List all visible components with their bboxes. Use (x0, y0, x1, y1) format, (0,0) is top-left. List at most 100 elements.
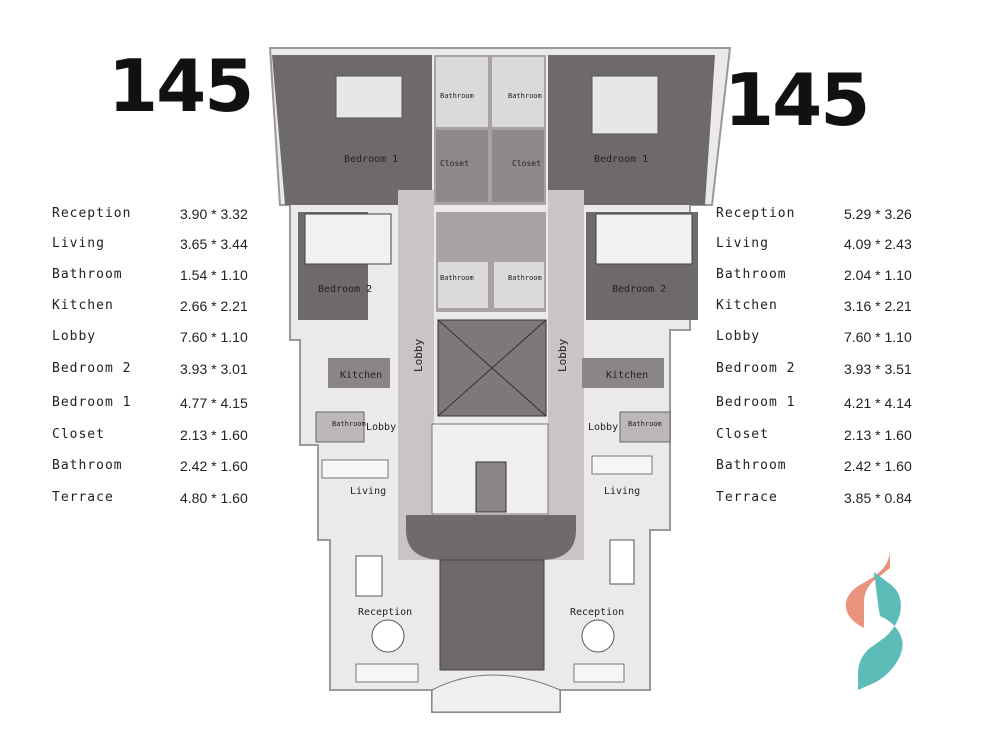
left-reception-sofa (355, 663, 419, 683)
plan-label-left-reception: Reception (358, 607, 412, 618)
room-dimension: 7.60 * 1.10 (844, 329, 912, 345)
plan-label-small-bath-right: Bathroom (508, 274, 542, 282)
plan-label-right-lobby: Lobby (588, 422, 618, 433)
left-kitchen-counter (328, 358, 390, 388)
room-row: Closet 2.13 * 1.60 (52, 427, 272, 445)
room-dimension: 4.21 * 4.14 (844, 395, 912, 411)
entrance-porch (439, 559, 545, 671)
room-row: Terrace 4.80 * 1.60 (52, 490, 272, 508)
left-lobby-corridor (398, 190, 434, 560)
logo-teal-shape (858, 572, 903, 690)
room-name: Lobby (52, 329, 97, 344)
room-dimension: 2.13 * 1.60 (844, 427, 912, 443)
room-name: Bedroom 2 (716, 361, 796, 376)
room-name: Bathroom (716, 267, 787, 282)
right-unit-area-title: 145 (724, 58, 870, 142)
room-dimension: 4.77 * 4.15 (180, 395, 248, 411)
plan-label-right-bedroom1: Bedroom 1 (594, 154, 648, 165)
room-name: Terrace (716, 490, 778, 505)
plan-label-right-living: Living (604, 486, 640, 497)
left-bath-top (436, 57, 488, 127)
room-row: Bathroom 2.04 * 1.10 (716, 267, 936, 285)
brand-logo (845, 528, 903, 690)
right-small-bathroom (619, 411, 671, 443)
room-row: Bathroom 2.42 * 1.60 (52, 458, 272, 476)
room-dimension: 7.60 * 1.10 (180, 329, 248, 345)
room-dimension: 2.13 * 1.60 (180, 427, 248, 443)
plan-label-left-kitchen: Kitchen (340, 370, 382, 381)
room-dimension: 2.42 * 1.60 (844, 458, 912, 474)
right-lobby-corridor (548, 190, 584, 560)
left-small-bathroom (315, 411, 365, 443)
small-bath-right (494, 262, 544, 308)
entry-arc (406, 515, 576, 560)
room-name: Bathroom (716, 458, 787, 473)
room-dimension: 3.16 * 2.21 (844, 298, 912, 314)
left-bed1 (335, 75, 403, 119)
left-living-sofa (321, 459, 389, 479)
room-name: Terrace (52, 490, 114, 505)
room-row: Bedroom 2 3.93 * 3.01 (52, 361, 272, 379)
room-dimension: 3.93 * 3.51 (844, 361, 912, 377)
room-row: Bathroom 1.54 * 1.10 (52, 267, 272, 285)
room-dimension: 2.66 * 2.21 (180, 298, 248, 314)
shaft-cross-b (437, 319, 547, 417)
plan-label-left-lobby-vertical: Lobby (412, 339, 425, 372)
room-dimension: 3.65 * 3.44 (180, 236, 248, 252)
right-reception-table (581, 619, 615, 653)
right-bath-top (492, 57, 544, 127)
room-row: Bedroom 1 4.77 * 4.15 (52, 395, 272, 413)
right-living-sofa (591, 455, 653, 475)
room-dimension: 4.80 * 1.60 (180, 490, 248, 506)
room-dimension: 1.54 * 1.10 (180, 267, 248, 283)
room-row: Kitchen 3.16 * 2.21 (716, 298, 936, 316)
small-bath-left (438, 262, 488, 308)
right-reception-sofa (573, 663, 625, 683)
left-dining-table (355, 555, 383, 597)
room-name: Bathroom (52, 458, 123, 473)
room-name: Closet (52, 427, 105, 442)
room-row: Lobby 7.60 * 1.10 (52, 329, 272, 347)
plan-label-left-closet: Closet (440, 159, 469, 168)
room-dimension: 2.42 * 1.60 (180, 458, 248, 474)
room-dimension: 3.93 * 3.01 (180, 361, 248, 377)
room-name: Living (52, 236, 105, 251)
stair-core (475, 461, 507, 513)
room-name: Bedroom 2 (52, 361, 132, 376)
room-row: Bedroom 2 3.93 * 3.51 (716, 361, 936, 379)
room-name: Bedroom 1 (52, 395, 132, 410)
room-name: Reception (716, 206, 796, 221)
plan-label-right-bathroom: Bathroom (508, 92, 542, 100)
plan-label-right-closet: Closet (512, 159, 541, 168)
left-reception-table (371, 619, 405, 653)
plan-label-right-reception: Reception (570, 607, 624, 618)
plan-label-left-lobby: Lobby (366, 422, 396, 433)
left-bedroom2-wardrobe (304, 213, 392, 265)
room-name: Bathroom (52, 267, 123, 282)
room-name: Bedroom 1 (716, 395, 796, 410)
plan-label-right-kitchen: Kitchen (606, 370, 648, 381)
room-row: Bathroom 2.42 * 1.60 (716, 458, 936, 476)
room-name: Kitchen (52, 298, 114, 313)
room-row: Living 3.65 * 3.44 (52, 236, 272, 254)
plan-label-left-bedroom1: Bedroom 1 (344, 154, 398, 165)
plan-label-right-small-bathroom: Bathroom (628, 420, 662, 428)
room-name: Reception (52, 206, 132, 221)
plan-label-left-bathroom: Bathroom (440, 92, 474, 100)
room-row: Bedroom 1 4.21 * 4.14 (716, 395, 936, 413)
plan-label-left-small-bathroom: Bathroom (332, 420, 366, 428)
plan-label-right-lobby-vertical: Lobby (556, 339, 569, 372)
right-kitchen-counter (582, 358, 664, 388)
room-dimension: 2.04 * 1.10 (844, 267, 912, 283)
room-name: Kitchen (716, 298, 778, 313)
logo-coral-shape (845, 528, 890, 628)
room-dimension: 4.09 * 2.43 (844, 236, 912, 252)
plan-label-small-bath-left: Bathroom (440, 274, 474, 282)
